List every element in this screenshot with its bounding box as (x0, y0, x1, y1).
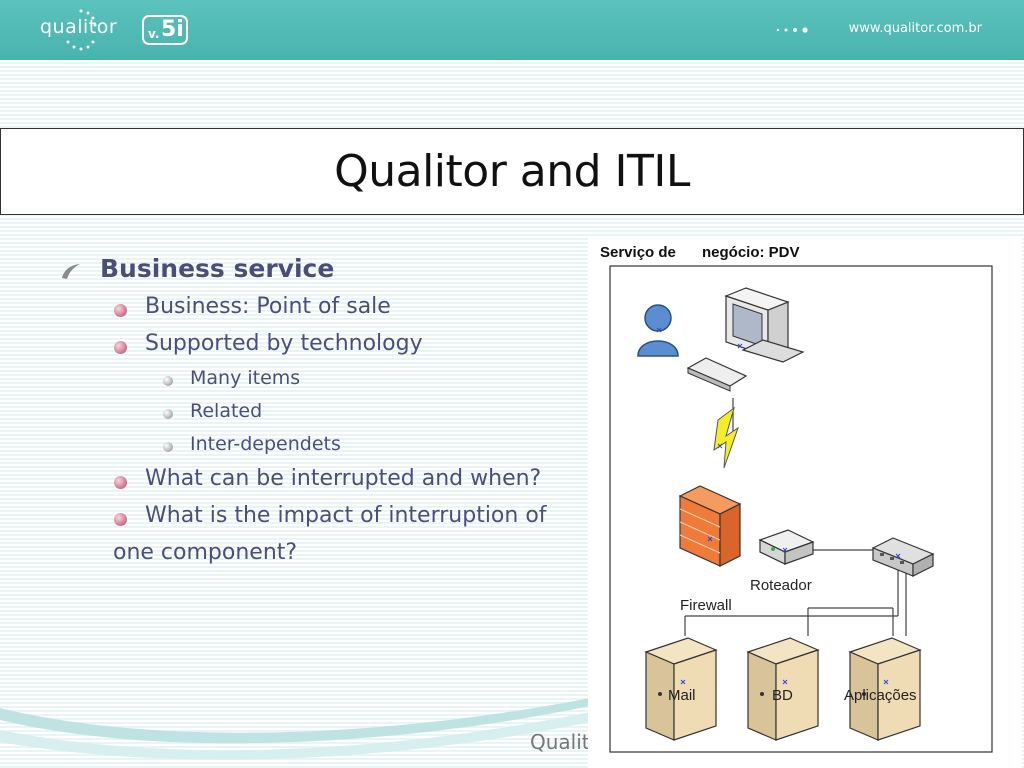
web-dots-icon (776, 27, 808, 33)
wave-decoration (0, 696, 600, 760)
header-banner: qualitor v. 5i www.qualitor.com.br (0, 0, 1024, 60)
bullet-interrupted: What can be interrupted and when? (145, 466, 542, 491)
pink-bullet-icon (114, 513, 127, 526)
qualitor-logo: qualitor (40, 16, 118, 38)
footer-text: Qualit (530, 730, 590, 754)
pink-bullet-icon (114, 476, 127, 489)
bullet-supported: Supported by technology (145, 331, 423, 356)
bullet-impact-line2: one component? (113, 540, 298, 565)
selection-markers (656, 327, 901, 685)
version-prefix: v. (148, 27, 160, 41)
diagram-title-part1: Serviço de (600, 244, 676, 261)
network-diagram: Serviço de negócio: PDV (588, 238, 1022, 768)
server-icon (848, 637, 922, 741)
bullet-inter-dependets: Inter-dependets (190, 433, 341, 455)
router-icon (758, 529, 815, 565)
slide-title: Qualitor and ITIL (334, 146, 690, 197)
lightning-icon (713, 406, 739, 469)
router-label: Roteador (750, 577, 812, 594)
version-number: 5i (161, 17, 184, 42)
diagram-title-part2: negócio: PDV (702, 244, 800, 261)
connection-lines (684, 398, 907, 636)
website-link[interactable]: www.qualitor.com.br (848, 21, 982, 36)
swoosh-bullet-icon (62, 264, 80, 279)
server-icon (746, 637, 820, 741)
server-mail-label: Mail (668, 687, 696, 704)
bullet-business-service: Business service (100, 254, 335, 283)
slide-title-box: Qualitor and ITIL (0, 128, 1024, 215)
bullet-impact-line1: What is the impact of interruption of (145, 503, 547, 528)
user-icon (637, 304, 679, 357)
bullet-related: Related (190, 400, 263, 422)
server-bd-label: BD (772, 687, 793, 704)
pink-bullet-icon (114, 304, 127, 317)
bullet-point-of-sale: Business: Point of sale (145, 294, 391, 319)
bullet-many-items: Many items (190, 367, 301, 389)
firewall-label: Firewall (680, 597, 732, 614)
firewall-icon (678, 485, 742, 567)
grey-bullet-icon (163, 376, 173, 386)
computer-icon (686, 287, 805, 392)
logo-dots-icon (66, 9, 97, 51)
version-badge: v. 5i (142, 15, 188, 45)
pink-bullet-icon (114, 341, 127, 354)
server-apps-label: Aplicações (844, 687, 917, 704)
server-icon (644, 637, 718, 741)
switch-icon (871, 537, 935, 577)
grey-bullet-icon (163, 442, 173, 452)
grey-bullet-icon (163, 409, 173, 419)
